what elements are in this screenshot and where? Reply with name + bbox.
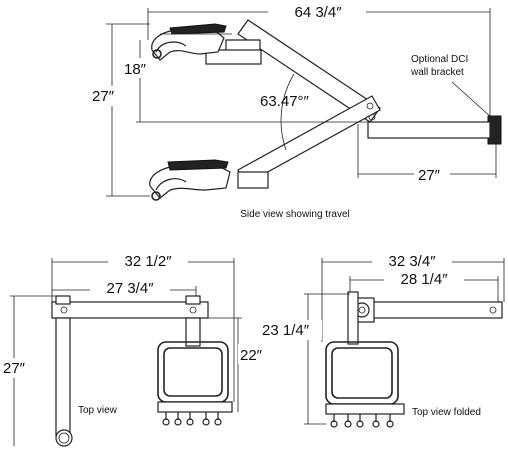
top-view-folded: 32 3/4″ 28 1/4″ 23 1/4″ Top view folded (260, 252, 505, 428)
label-optional-bracket-1: Optional DCI (411, 54, 468, 65)
dimension-folded-overall: 32 3/4″ (321, 252, 505, 342)
top-arm-vertical (55, 317, 71, 437)
optional-bracket-callout: Optional DCI wall bracket (410, 54, 493, 119)
top-arm-horizontal (51, 301, 209, 319)
label-top-monitor-depth: 22″ (240, 347, 263, 364)
folded-monitor-head (325, 341, 405, 428)
top-view: 32 1/2″ 27 3/4″ 27″ 22″ Top view (2, 252, 268, 447)
label-folded-overall: 32 3/4″ (388, 253, 436, 270)
dimension-bracket-depth: 27″ (357, 124, 497, 184)
label-top-overall: 32 1/2″ (124, 253, 172, 270)
label-total-height: 27″ (92, 88, 115, 105)
wall-bracket (367, 115, 502, 145)
label-folded-arm: 28 1/4″ (400, 271, 448, 288)
dimension-folded-arm: 28 1/4″ (349, 270, 499, 302)
top-monitor-head (157, 341, 233, 426)
label-bracket-depth: 27″ (418, 167, 441, 184)
caption-side-view: Side view showing travel (240, 209, 350, 220)
upper-arm-raised (151, 19, 381, 123)
label-overall-width: 64 3/4″ (294, 4, 342, 21)
dimension-top-overall: 32 1/2″ (51, 252, 235, 402)
caption-top-view-folded: Top view folded (412, 407, 481, 418)
dimension-top-arm: 27 3/4″ (52, 278, 197, 297)
side-view: 64 3/4″ 27″ 18″ 63.47°″ Optional DCI wal… (92, 3, 502, 220)
label-top-arm: 27 3/4″ (106, 280, 154, 297)
label-folded-depth: 23 1/4″ (262, 322, 310, 339)
dimension-top-monitor-depth: 22″ (200, 317, 268, 412)
label-mount-height: 18″ (124, 61, 147, 78)
dimension-total-height: 27″ (92, 23, 150, 197)
label-angle: 63.47°″ (260, 93, 310, 110)
lower-arm-lowered (149, 95, 381, 201)
caption-top-view: Top view (78, 405, 118, 416)
dimension-folded-depth: 23 1/4″ (260, 293, 350, 425)
dimension-top-reach: 27″ (2, 295, 56, 446)
dimension-overall-width: 64 3/4″ (147, 3, 491, 118)
dimension-mount-height: 18″ (122, 40, 370, 123)
label-top-reach: 27″ (3, 360, 26, 377)
angle-indicator: 63.47°″ (260, 73, 310, 151)
label-optional-bracket-2: wall bracket (410, 67, 464, 78)
